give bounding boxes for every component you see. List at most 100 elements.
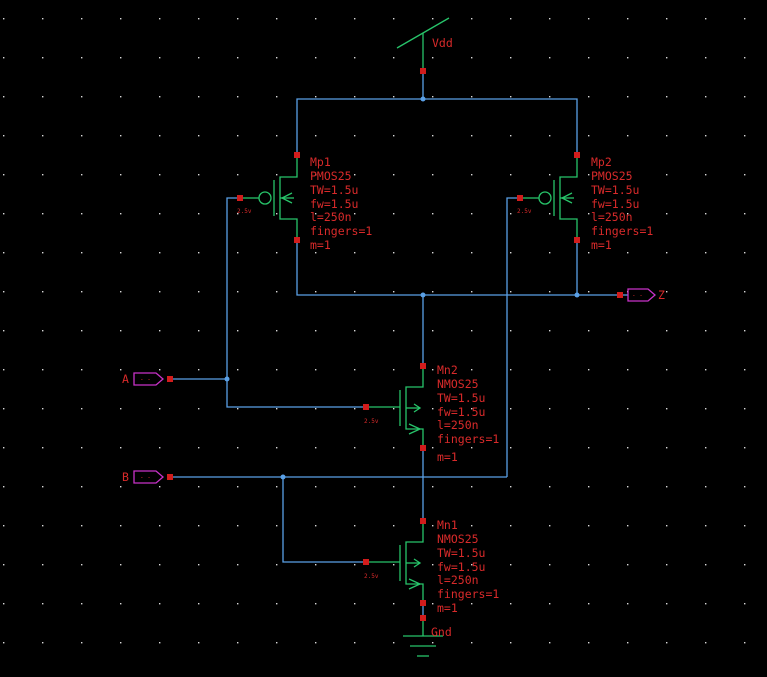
mp1-drain-pin[interactable]: [294, 152, 300, 158]
grid-dot: [627, 603, 629, 605]
grid-dot: [588, 486, 590, 488]
grid-dot: [354, 252, 356, 254]
grid-dot: [3, 252, 5, 254]
wire-b-mn1-gate[interactable]: [282, 477, 366, 563]
grid-dot: [705, 135, 707, 137]
grid-dot: [81, 408, 83, 410]
grid-dot: [549, 330, 551, 332]
grid-dot: [432, 291, 434, 293]
junctions: [224, 96, 580, 480]
gnd-symbol[interactable]: Gnd: [403, 615, 452, 657]
mn2-source-pin[interactable]: [420, 445, 426, 451]
transistor-mp1[interactable]: 2.5v Mp1 PMOS25 TW=1.5u fw=1.5u l=250n f…: [237, 152, 372, 252]
grid-dot: [276, 642, 278, 644]
port-z-pin[interactable]: [617, 292, 623, 298]
grid-dot: [120, 642, 122, 644]
port-a-pin[interactable]: [167, 376, 173, 382]
grid-dot: [120, 486, 122, 488]
grid-dot: [666, 603, 668, 605]
grid-dot: [666, 213, 668, 215]
wire-vdd-rail[interactable]: [296, 98, 578, 155]
grid-dot: [588, 564, 590, 566]
port-a-shape[interactable]: [133, 372, 164, 386]
mn1-m: m=1: [437, 601, 458, 615]
vdd-pin[interactable]: [420, 68, 426, 74]
grid-dot: [3, 291, 5, 293]
grid-dot: [198, 96, 200, 98]
mp2-drain-pin[interactable]: [574, 152, 580, 158]
grid-dot: [315, 447, 317, 449]
grid-dot: [510, 96, 512, 98]
grid-dot: [237, 525, 239, 527]
grid-dot: [432, 447, 434, 449]
grid-dot: [3, 174, 5, 176]
grid-dot: [510, 174, 512, 176]
grid-dot: [510, 564, 512, 566]
mn1-source-pin[interactable]: [420, 600, 426, 606]
mp2-fingers: fingers=1: [591, 224, 653, 238]
mn2-drain-pin[interactable]: [420, 363, 426, 369]
grid-dot: [315, 408, 317, 410]
grid-dot: [588, 525, 590, 527]
grid-dot: [666, 486, 668, 488]
transistor-mn1[interactable]: 2.5v Mn1 NMOS25 TW=1.5u fw=1.5u l=250n f…: [363, 518, 499, 615]
grid-dot: [198, 252, 200, 254]
mn1-fingers: fingers=1: [437, 587, 499, 601]
grid-dot: [354, 408, 356, 410]
grid-dot: [315, 564, 317, 566]
port-b[interactable]: - - B: [122, 470, 173, 484]
grid-dot: [744, 564, 746, 566]
mn1-l: l=250n: [437, 573, 479, 587]
mn2-gate-pin[interactable]: [363, 404, 369, 410]
port-b-shape[interactable]: [133, 470, 164, 484]
grid-dot: [315, 252, 317, 254]
grid-dot: [705, 369, 707, 371]
grid-dot: [549, 174, 551, 176]
grid-dot: [198, 213, 200, 215]
grid-dot: [159, 603, 161, 605]
gnd-pin[interactable]: [420, 615, 426, 621]
grid-dot: [120, 174, 122, 176]
grid-dot: [276, 408, 278, 410]
port-a[interactable]: - - A: [122, 372, 173, 386]
mp1-fingers: fingers=1: [310, 224, 372, 238]
grid-dot: [588, 369, 590, 371]
grid-dot: [705, 525, 707, 527]
grid-dot: [237, 447, 239, 449]
mn1-gate-pin[interactable]: [363, 559, 369, 565]
vdd-symbol[interactable]: Vdd: [396, 17, 453, 74]
mn2-fw: fw=1.5u: [437, 405, 485, 419]
port-b-pin[interactable]: [167, 474, 173, 480]
grid-dot: [510, 291, 512, 293]
mn1-model: NMOS25: [437, 532, 479, 546]
port-z-shape[interactable]: [627, 288, 656, 302]
grid-dot: [120, 447, 122, 449]
transistor-mn2[interactable]: 2.5v Mn2 NMOS25 TW=1.5u fw=1.5u l=250n f…: [363, 363, 499, 464]
wire-z-net[interactable]: [296, 240, 620, 296]
grid-dot: [549, 57, 551, 59]
grid-dot: [315, 174, 317, 176]
grid-dot: [159, 291, 161, 293]
grid-dot: [42, 252, 44, 254]
port-z[interactable]: - - Z: [617, 288, 665, 302]
grid-dot: [549, 135, 551, 137]
mp2-gate-pin[interactable]: [517, 195, 523, 201]
mp2-source-pin[interactable]: [574, 237, 580, 243]
grid-dot: [3, 642, 5, 644]
wire-a-gates[interactable]: [226, 197, 366, 408]
grid-dot: [198, 330, 200, 332]
grid-dot: [42, 96, 44, 98]
mp1-gate-pin[interactable]: [237, 195, 243, 201]
grid-dot: [666, 291, 668, 293]
mp1-source-pin[interactable]: [294, 237, 300, 243]
mn1-drain-pin[interactable]: [420, 518, 426, 524]
grid-dot: [159, 213, 161, 215]
grid-dot: [81, 564, 83, 566]
grid-dot: [237, 57, 239, 59]
transistor-mp2[interactable]: 2.5v Mp2 PMOS25 TW=1.5u fw=1.5u l=250n f…: [517, 152, 653, 252]
grid-dot: [81, 447, 83, 449]
grid-dot: [81, 642, 83, 644]
grid-dot: [471, 447, 473, 449]
grid-dot: [744, 486, 746, 488]
wire-b-mp2-gate[interactable]: [506, 197, 520, 477]
